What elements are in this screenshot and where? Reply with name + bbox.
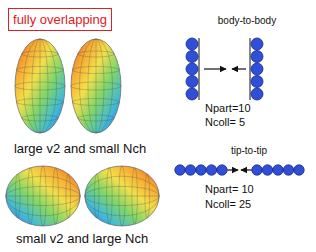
figure-caption: small v2 and large Nch bbox=[16, 231, 148, 246]
nucleon-row bbox=[175, 165, 227, 175]
collision-count: Ncoll= 25 bbox=[205, 198, 251, 210]
nucleus-ellipsoid bbox=[71, 39, 121, 133]
participant-count: Npart=10 bbox=[205, 102, 251, 114]
highlight-box: fully overlapping bbox=[8, 8, 112, 31]
motion-arrow bbox=[241, 169, 251, 170]
configuration-title: tip-to-tip bbox=[231, 145, 267, 156]
nucleus-ellipsoid bbox=[15, 39, 65, 133]
motion-arrow bbox=[204, 68, 226, 69]
nucleon-row bbox=[252, 165, 304, 175]
motion-arrow bbox=[228, 169, 238, 170]
nucleus-ellipsoid bbox=[85, 166, 159, 226]
nucleon-column bbox=[186, 38, 198, 100]
nucleus-edge bbox=[199, 38, 200, 100]
nucleus-ellipsoid bbox=[6, 166, 80, 226]
configuration-title: body-to-body bbox=[218, 15, 276, 26]
collision-count: Ncoll= 5 bbox=[205, 116, 245, 128]
box-label: fully overlapping bbox=[13, 12, 107, 27]
participant-count: Npart= 10 bbox=[205, 183, 254, 195]
motion-arrow bbox=[232, 68, 246, 69]
figure-caption: large v2 and small Nch bbox=[14, 141, 146, 156]
nucleus-edge bbox=[250, 38, 251, 100]
nucleon-column bbox=[251, 38, 263, 100]
